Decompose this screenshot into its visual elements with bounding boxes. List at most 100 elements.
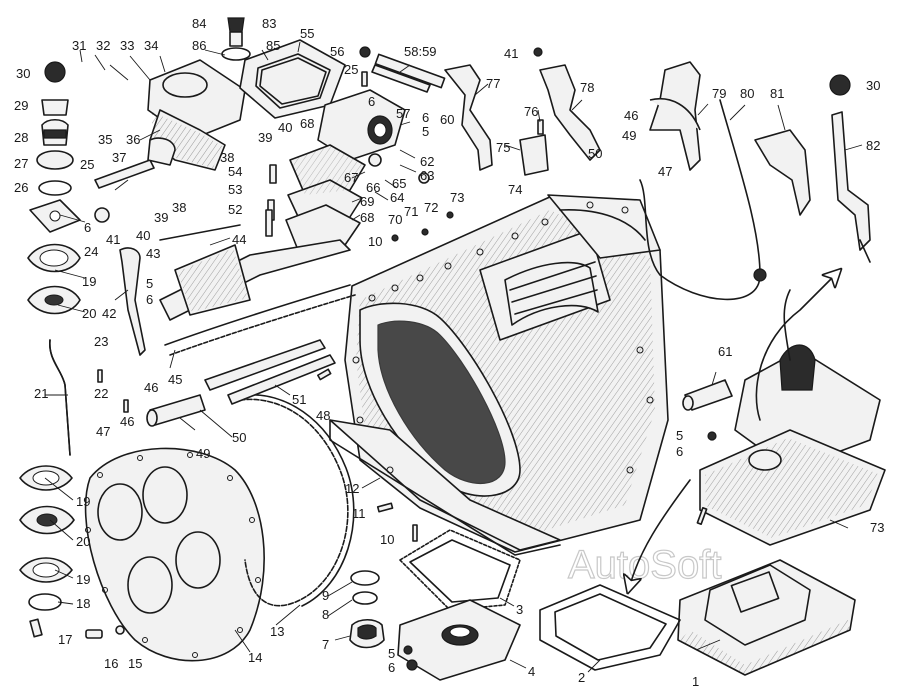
callout-70: 70 (388, 212, 402, 227)
callout-30: 30 (866, 78, 880, 93)
callout-76: 76 (524, 104, 538, 119)
shift-tower-cover (147, 39, 346, 171)
callout-46: 46 (624, 108, 638, 123)
callout-60: 60 (440, 112, 454, 127)
callout-53: 53 (228, 182, 242, 197)
callout-27: 27 (14, 156, 28, 171)
shift-plate-stack (285, 144, 366, 251)
callout-50: 50 (232, 430, 246, 445)
callout-41: 41 (106, 232, 120, 247)
callout-63: 63 (420, 168, 434, 183)
callout-85: 85 (266, 38, 280, 53)
callout-20: 20 (82, 306, 96, 321)
callout-26: 26 (14, 180, 28, 195)
callout-41: 41 (504, 46, 518, 61)
callout-40: 40 (278, 120, 292, 135)
callout-28: 28 (14, 130, 28, 145)
gearshift-tower (699, 289, 886, 546)
callout-67: 67 (344, 170, 358, 185)
callout-73: 73 (870, 520, 884, 535)
callout-51: 51 (292, 392, 306, 407)
front-cover-plate (84, 447, 265, 662)
callout-29: 29 (14, 98, 28, 113)
callout-39: 39 (154, 210, 168, 225)
callout-86: 86 (192, 38, 206, 53)
callout-46: 46 (120, 414, 134, 429)
callout-5: 5 (676, 428, 683, 443)
callout-81: 81 (770, 86, 784, 101)
callout-6: 6 (146, 292, 153, 307)
housing-top-cover (159, 224, 356, 356)
oil-seal-set (349, 570, 385, 649)
callout-74: 74 (508, 182, 522, 197)
fasteners (85, 46, 717, 671)
clutch-fork-lever (649, 61, 701, 171)
callout-42: 42 (102, 306, 116, 321)
callout-50: 50 (588, 146, 602, 161)
bearing-plate (397, 599, 521, 681)
gearbox-housing (329, 194, 669, 556)
callout-31: 31 (72, 38, 86, 53)
callout-38: 38 (220, 150, 234, 165)
callout-5: 5 (146, 276, 153, 291)
mid-left-levers (94, 137, 206, 427)
callout-49: 49 (196, 446, 210, 461)
callout-73: 73 (450, 190, 464, 205)
callout-5: 5 (422, 124, 429, 139)
callout-4: 4 (528, 664, 535, 679)
callout-6: 6 (676, 444, 683, 459)
callout-6: 6 (422, 110, 429, 125)
selector-forks (444, 64, 811, 216)
callout-labels: 1 2 3 4 5 5 5 5 6 6 6 6 6 6 7 8 9 10 10 … (14, 16, 884, 689)
callout-68: 68 (300, 116, 314, 131)
shift-rails (204, 64, 431, 405)
callout-22: 22 (94, 386, 108, 401)
callout-13: 13 (270, 624, 284, 639)
callout-47: 47 (658, 164, 672, 179)
callout-61: 61 (718, 344, 732, 359)
callout-49: 49 (622, 128, 636, 143)
callout-80: 80 (740, 86, 754, 101)
callout-23: 23 (94, 334, 108, 349)
callout-75: 75 (496, 140, 510, 155)
callout-68: 68 (360, 210, 374, 225)
callout-19: 19 (76, 572, 90, 587)
callout-65: 65 (392, 176, 406, 191)
callout-6: 6 (388, 660, 395, 675)
callout-66: 66 (366, 180, 380, 195)
callout-38: 38 (172, 200, 186, 215)
callout-48: 48 (316, 408, 330, 423)
bottom-cover (677, 559, 856, 676)
callout-82: 82 (866, 138, 880, 153)
callout-54: 54 (228, 164, 242, 179)
rubber-seal-ring (539, 584, 681, 671)
callout-45: 45 (168, 372, 182, 387)
left-column-parts (27, 61, 81, 456)
locating-pin-61 (682, 379, 733, 411)
callout-52: 52 (228, 202, 242, 217)
callout-77: 77 (486, 76, 500, 91)
callout-84: 84 (192, 16, 206, 31)
callout-58-59: 58:59 (404, 44, 437, 59)
callout-64: 64 (390, 190, 404, 205)
control-cable (639, 99, 767, 301)
callout-2: 2 (578, 670, 585, 685)
callout-15: 15 (128, 656, 142, 671)
callout-6: 6 (84, 220, 91, 235)
callout-24: 24 (84, 244, 98, 259)
callout-72: 72 (424, 200, 438, 215)
callout-78: 78 (580, 80, 594, 95)
callout-8: 8 (322, 607, 329, 622)
callout-43: 43 (146, 246, 160, 261)
callout-6: 6 (368, 94, 375, 109)
callout-10: 10 (380, 532, 394, 547)
square-gasket (399, 529, 521, 611)
callout-25: 25 (80, 157, 94, 172)
callout-69: 69 (360, 194, 374, 209)
callout-11: 11 (352, 506, 366, 521)
callout-36: 36 (126, 132, 140, 147)
callout-9: 9 (322, 588, 329, 603)
callout-1: 1 (692, 674, 699, 689)
shift-shaft-housing (317, 53, 446, 161)
callout-83: 83 (262, 16, 276, 31)
